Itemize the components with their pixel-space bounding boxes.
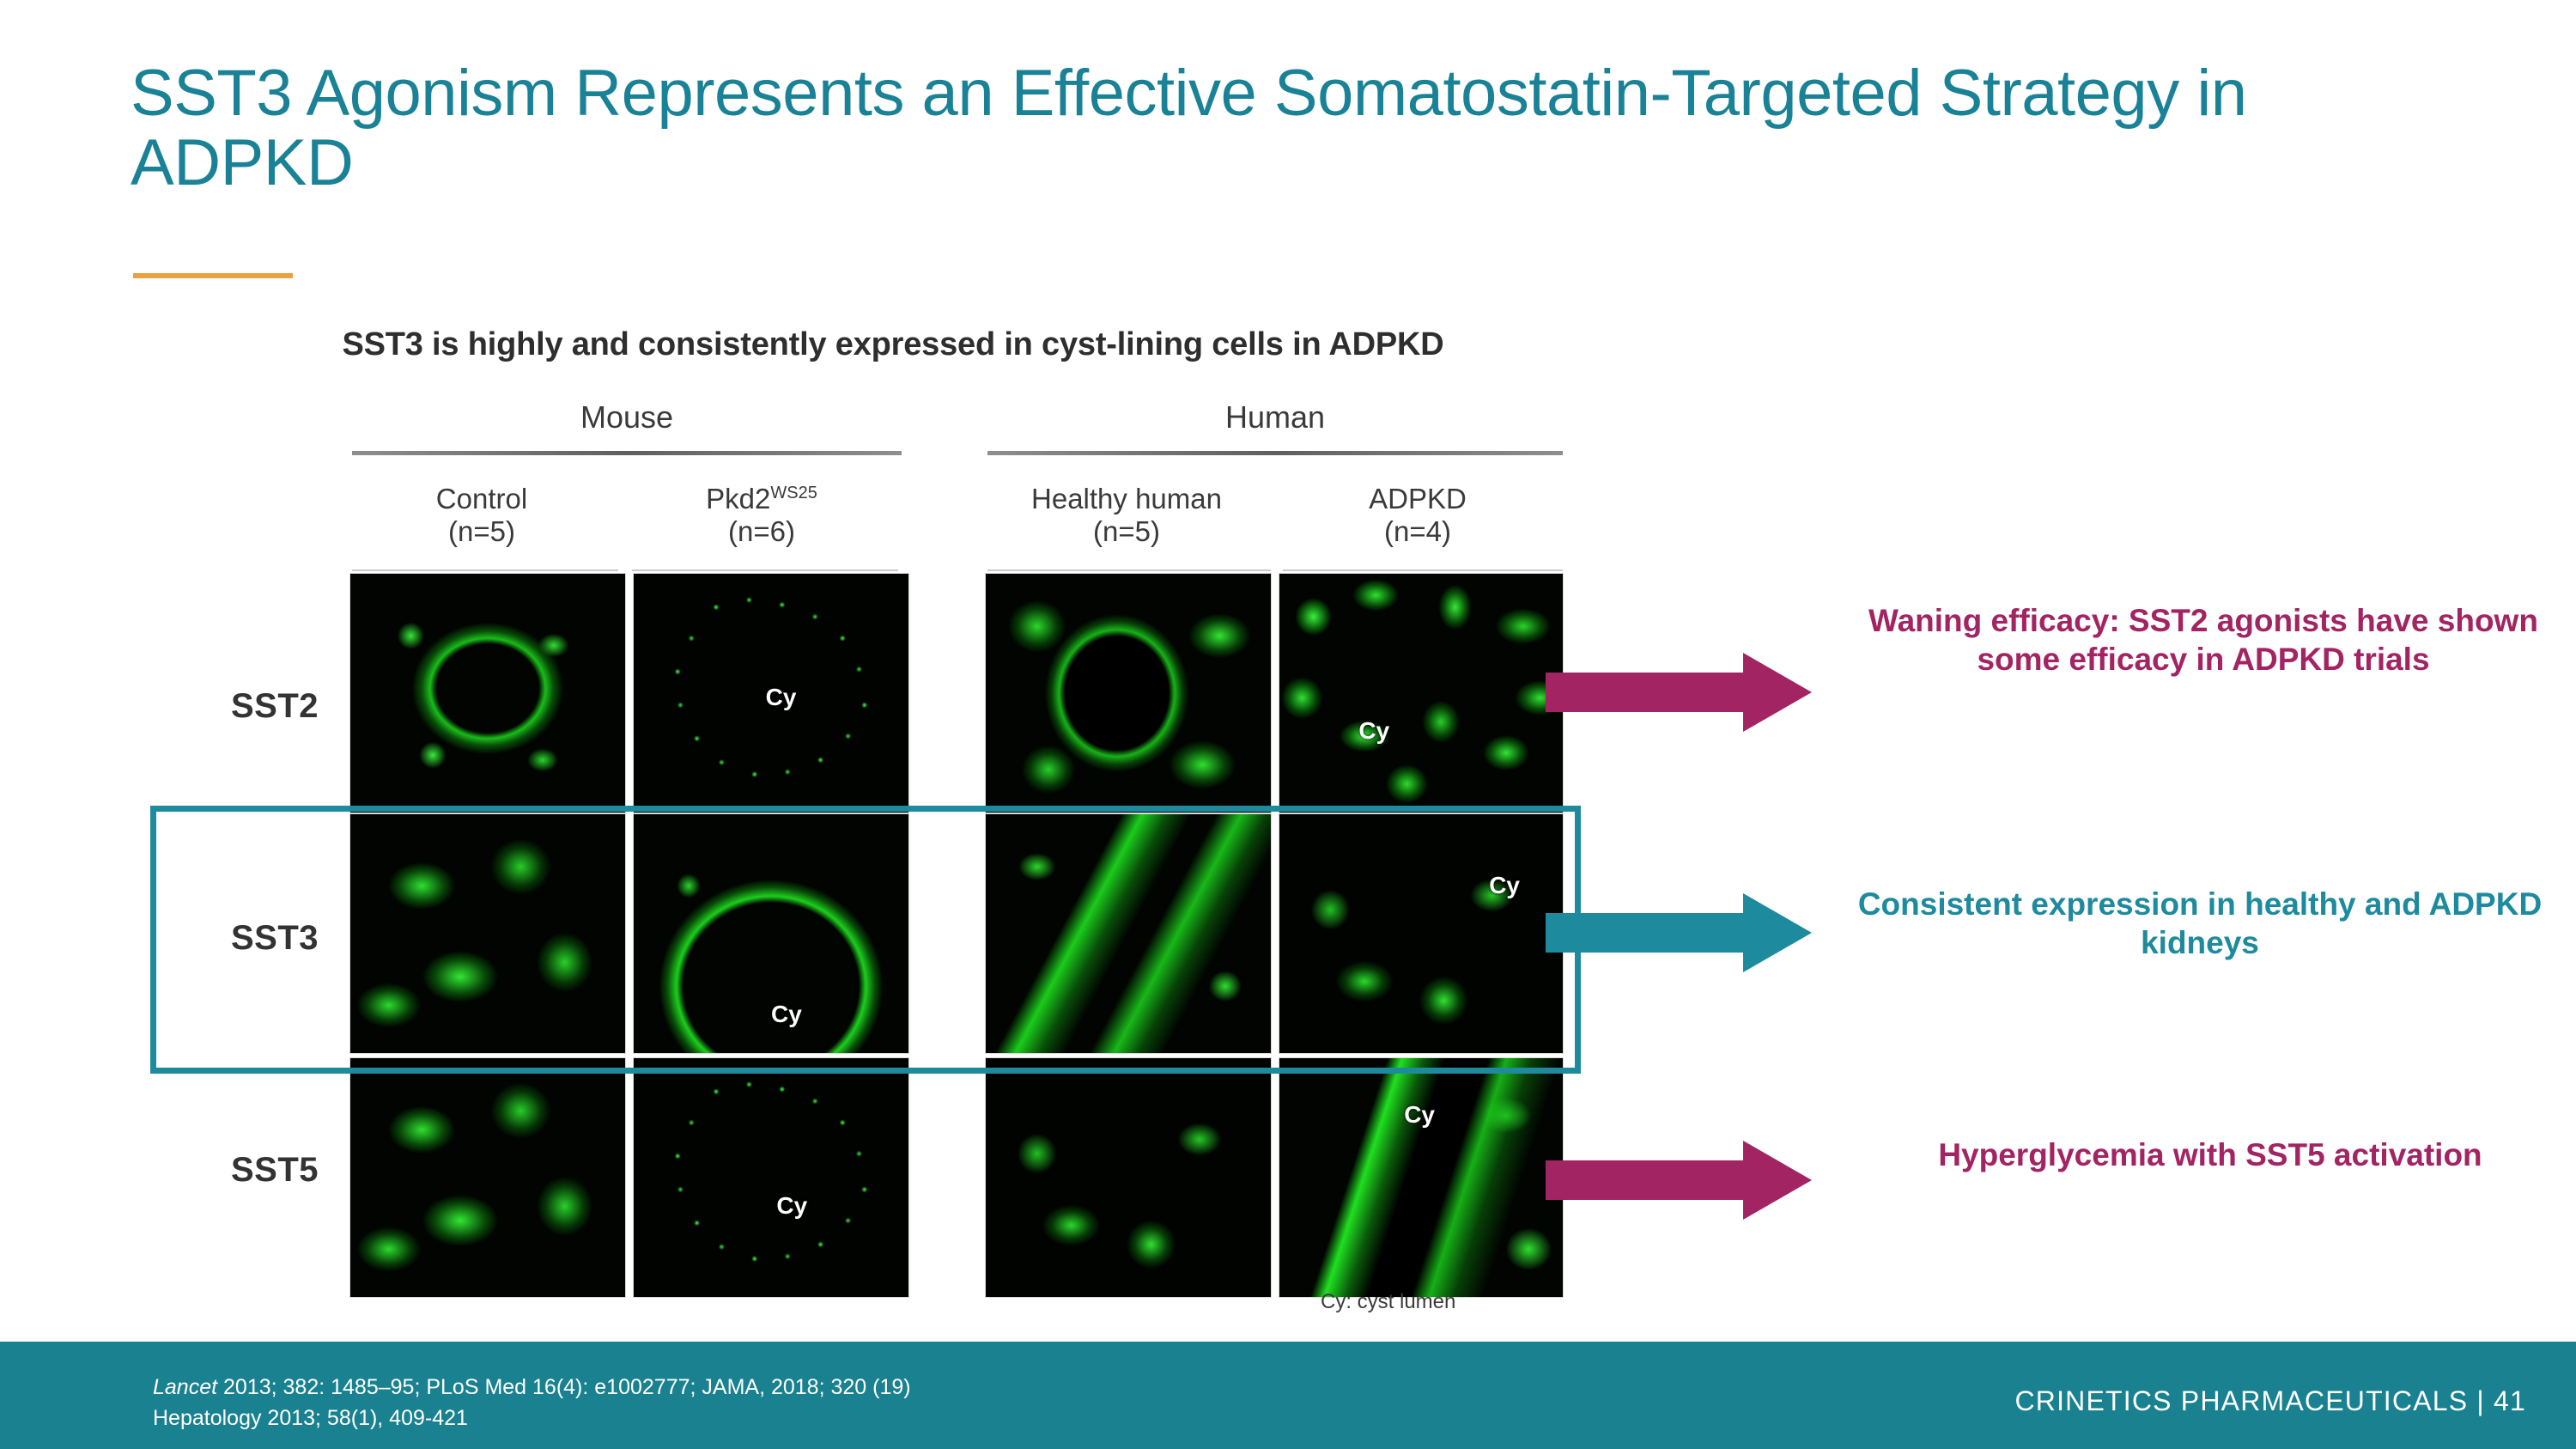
- brand-separator: |: [2476, 1385, 2485, 1416]
- column-name-control: Control: [435, 483, 528, 514]
- column-label-healthy-human: Healthy human (n=5): [981, 483, 1273, 548]
- fluorescence-field: [634, 1058, 908, 1297]
- cy-label: Cy: [771, 1000, 802, 1027]
- micrograph-sst3-healthy-human[interactable]: [986, 814, 1271, 1053]
- column-rule-pkd2: [632, 569, 898, 571]
- arrow-sst2: [1546, 653, 1812, 732]
- fluorescence-field: [1279, 814, 1563, 1053]
- column-n-healthy-human: (n=5): [1093, 514, 1160, 547]
- cy-legend: Cy: cyst lumen: [1321, 1290, 1456, 1313]
- micrograph-sst2-control[interactable]: [350, 574, 625, 813]
- micrograph-sst5-control[interactable]: [350, 1058, 625, 1297]
- cy-label: Cy: [1404, 1101, 1435, 1129]
- micrograph-sst3-control[interactable]: [350, 814, 625, 1053]
- arrow-sst5: [1546, 1141, 1812, 1220]
- fluorescence-field: [634, 574, 908, 813]
- column-label-control: Control (n=5): [345, 483, 618, 548]
- micrograph-sst5-adpkd[interactable]: Cy: [1279, 1058, 1563, 1297]
- micrograph-sst2-adpkd[interactable]: Cy: [1279, 574, 1563, 813]
- group-label-human: Human: [1224, 399, 1326, 435]
- micrograph-sst3-adpkd[interactable]: Cy: [1279, 814, 1563, 1053]
- column-superscript-pkd2: WS25: [770, 484, 817, 502]
- column-n-control: (n=5): [448, 514, 515, 547]
- group-rule-human: [987, 451, 1563, 455]
- column-n-adpkd: (n=4): [1384, 514, 1451, 547]
- page-title: SST3 Agonism Represents an Effective Som…: [131, 57, 2247, 200]
- annotation-sst3: Consistent expression in healthy and ADP…: [1857, 886, 2543, 961]
- reference-citations: Lancet 2013; 382: 1485–95; PLoS Med 16(4…: [153, 1373, 911, 1434]
- annotation-sst2: Waning efficacy: SST2 agonists have show…: [1868, 603, 2538, 678]
- column-rule-adpkd: [1283, 569, 1563, 571]
- row-label-sst2: SST2: [230, 687, 319, 725]
- figure-region: Mouse Human Control (n=5) Pkd2WS25 (n=6)…: [150, 399, 2543, 1313]
- fluorescence-field: [986, 814, 1271, 1053]
- row-label-sst5: SST5: [230, 1151, 319, 1189]
- cy-label: Cy: [776, 1191, 808, 1219]
- column-rule-control: [352, 569, 618, 571]
- column-label-pkd2: Pkd2WS25 (n=6): [625, 483, 898, 548]
- column-label-adpkd: ADPKD (n=4): [1276, 483, 1559, 548]
- fluorescence-field: [1279, 574, 1563, 813]
- micrograph-sst2-healthy-human[interactable]: [986, 574, 1271, 813]
- micrograph-sst3-pkd2[interactable]: Cy: [634, 814, 908, 1053]
- column-name-healthy-human: Healthy human: [1031, 483, 1222, 514]
- row-label-sst3: SST3: [230, 919, 319, 957]
- fluorescence-field: [350, 814, 625, 1053]
- fluorescence-field: [350, 1058, 625, 1297]
- fluorescence-field: [1279, 1058, 1563, 1297]
- column-rule-healthy-human: [987, 569, 1271, 571]
- column-name-adpkd: ADPKD: [1369, 483, 1467, 514]
- cy-label: Cy: [765, 683, 797, 710]
- column-name-pkd2: Pkd2: [706, 483, 771, 514]
- fluorescence-field: [986, 574, 1271, 813]
- footer-branding: CRINETICS PHARMACEUTICALS | 41: [2014, 1385, 2526, 1417]
- company-name: CRINETICS PHARMACEUTICALS: [2014, 1385, 2469, 1416]
- page-number: 41: [2494, 1385, 2526, 1416]
- reference-line-1: Lancet 2013; 382: 1485–95; PLoS Med 16(4…: [153, 1373, 911, 1403]
- cy-label: Cy: [1358, 716, 1390, 744]
- group-label-mouse: Mouse: [580, 399, 674, 435]
- reference-journal-italic: Lancet: [153, 1375, 218, 1399]
- group-rule-mouse: [352, 451, 902, 455]
- fluorescence-field: [986, 1058, 1271, 1297]
- fluorescence-field: [634, 814, 908, 1053]
- micrograph-sst5-pkd2[interactable]: Cy: [634, 1058, 908, 1297]
- micrograph-sst5-healthy-human[interactable]: [986, 1058, 1271, 1297]
- title-accent-rule: [133, 273, 293, 278]
- micrograph-sst2-pkd2[interactable]: Cy: [634, 574, 908, 813]
- reference-line-2: Hepatology 2013; 58(1), 409-421: [153, 1405, 468, 1430]
- figure-subtitle: SST3 is highly and consistently expresse…: [0, 326, 2576, 363]
- arrow-sst3: [1546, 893, 1812, 972]
- fluorescence-field: [350, 574, 625, 813]
- reference-line-1-rest: 2013; 382: 1485–95; PLoS Med 16(4): e100…: [217, 1375, 911, 1399]
- annotation-sst5: Hyperglycemia with SST5 activation: [1938, 1137, 2482, 1172]
- figure-subtitle-text: SST3 is highly and consistently expresse…: [342, 326, 1444, 362]
- footer-bar: [0, 1342, 2576, 1449]
- column-n-pkd2: (n=6): [728, 514, 795, 547]
- cy-label: Cy: [1489, 871, 1520, 898]
